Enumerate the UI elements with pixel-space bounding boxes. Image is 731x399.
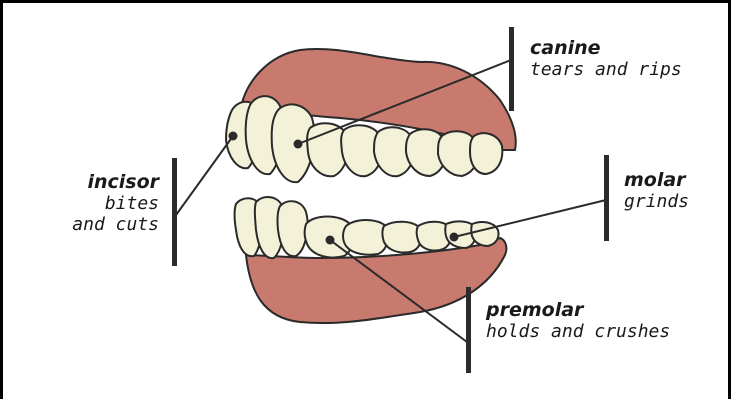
- premolar-dot: [326, 236, 335, 245]
- molar-label: molar grinds: [624, 170, 689, 213]
- incisor-pointer-line: [176, 136, 233, 215]
- canine-name: canine: [530, 38, 682, 60]
- canine-label-bar: [509, 27, 514, 111]
- incisor-dot: [229, 132, 238, 141]
- incisor-description-line1: bites: [72, 194, 159, 215]
- canine-description: tears and rips: [530, 60, 682, 81]
- molar-description: grinds: [624, 192, 689, 213]
- premolar-name: premolar: [486, 300, 670, 322]
- molar-label-bar: [604, 155, 609, 241]
- molar-name: molar: [624, 170, 689, 192]
- molar-dot: [450, 233, 459, 242]
- molar-pointer-line: [454, 200, 606, 237]
- premolar-label: premolar holds and crushes: [486, 300, 670, 343]
- canine-label: canine tears and rips: [530, 38, 682, 81]
- incisor-label: incisor bites and cuts: [72, 172, 159, 235]
- canine-dot: [294, 140, 303, 149]
- incisor-description-line2: and cuts: [72, 215, 159, 236]
- incisor-name: incisor: [72, 172, 159, 194]
- premolar-label-bar: [466, 287, 471, 373]
- incisor-label-bar: [172, 158, 177, 266]
- premolar-description: holds and crushes: [486, 322, 670, 343]
